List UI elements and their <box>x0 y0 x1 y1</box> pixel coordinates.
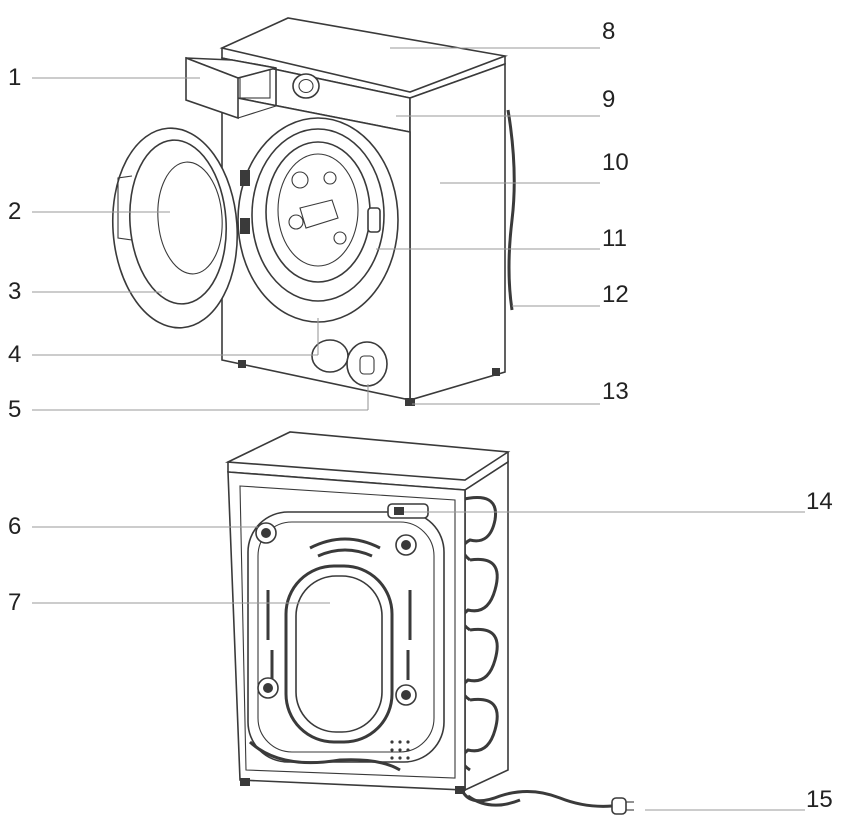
drain-hose <box>248 740 401 772</box>
door <box>111 127 239 329</box>
power-plug <box>611 797 627 815</box>
label-2: 2 <box>8 198 22 225</box>
leader-lines <box>32 47 805 811</box>
label-9: 9 <box>602 86 616 113</box>
hose-side <box>506 109 516 311</box>
vent-holes <box>390 740 410 760</box>
label-12: 12 <box>602 281 629 308</box>
drum <box>265 141 371 283</box>
label-14: 14 <box>806 488 833 515</box>
label-4: 4 <box>8 341 22 368</box>
filter-cover <box>311 339 349 373</box>
label-3: 3 <box>8 278 22 305</box>
label-8: 8 <box>602 18 616 45</box>
label-6: 6 <box>8 513 22 540</box>
rear-oval <box>284 564 394 744</box>
label-1: 1 <box>8 64 22 91</box>
side-panel <box>409 62 506 402</box>
label-10: 10 <box>602 149 629 176</box>
back-top-panel <box>224 431 511 481</box>
transit-bolts <box>255 522 417 706</box>
label-13: 13 <box>602 378 629 405</box>
program-knob <box>292 73 320 99</box>
rear-tub <box>247 511 445 763</box>
back-view-machine <box>224 431 634 815</box>
door-lock <box>367 207 381 233</box>
filter-cap <box>346 341 388 387</box>
label-7: 7 <box>8 589 22 616</box>
label-5: 5 <box>8 396 22 423</box>
label-11: 11 <box>602 225 627 252</box>
back-side-panel <box>464 460 509 792</box>
label-15: 15 <box>806 786 833 813</box>
